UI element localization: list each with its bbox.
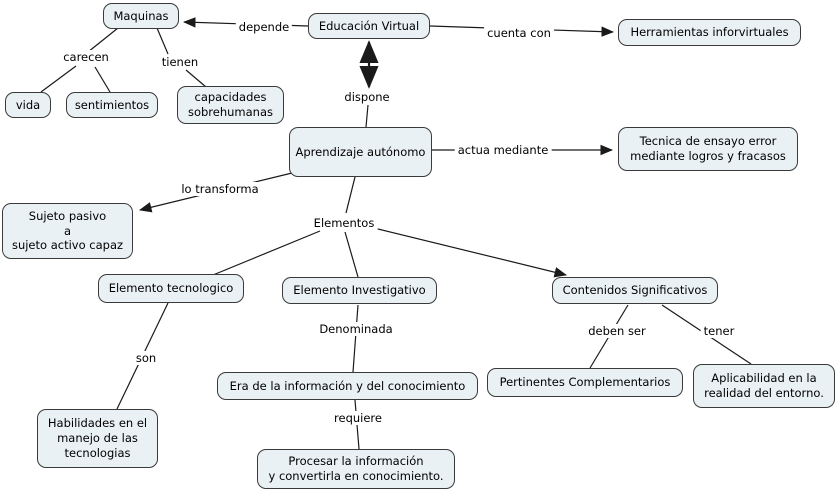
line-dispone-aprendizaje bbox=[365, 104, 369, 128]
line-carecen-vida bbox=[40, 65, 77, 93]
node-habilidades-tecnologias[interactable]: Habilidades en el manejo de las tecnolog… bbox=[37, 409, 158, 468]
node-sentimientos[interactable]: sentimientos bbox=[66, 92, 158, 118]
node-pertinentes-complementarios[interactable]: Pertinentes Complementarios bbox=[487, 368, 683, 397]
node-educacion-virtual[interactable]: Educación Virtual bbox=[308, 13, 430, 39]
link-label-tienen[interactable]: tienen bbox=[158, 55, 202, 69]
node-contenidos-significativos[interactable]: Contenidos Significativos bbox=[552, 277, 718, 304]
link-label-carecen[interactable]: carecen bbox=[60, 50, 112, 64]
node-sujeto-pasivo-activo[interactable]: Sujeto pasivo a sujeto activo capaz bbox=[2, 203, 133, 259]
line-maquinas-tienen bbox=[156, 27, 169, 55]
line-tienen-capacidades bbox=[185, 69, 207, 88]
line-elementos-investigativo bbox=[344, 231, 359, 278]
link-label-depende[interactable]: depende bbox=[235, 20, 293, 34]
link-label-actua-mediante[interactable]: actua mediante bbox=[454, 143, 552, 157]
node-elemento-investigativo[interactable]: Elemento Investigativo bbox=[282, 277, 437, 304]
link-label-cuenta-con[interactable]: cuenta con bbox=[484, 26, 554, 40]
link-label-deben-ser[interactable]: deben ser bbox=[585, 324, 649, 338]
line-carecen-sentimientos bbox=[94, 66, 111, 93]
node-herramientas-inforvirtuales[interactable]: Herramientas inforvirtuales bbox=[618, 19, 801, 46]
link-label-requiere[interactable]: requiere bbox=[331, 411, 385, 425]
link-label-dispone[interactable]: dispone bbox=[341, 90, 393, 104]
link-label-lo-transforma[interactable]: lo transforma bbox=[178, 182, 262, 196]
node-aplicabilidad-entorno[interactable]: Aplicabilidad en la realidad del entorno… bbox=[693, 364, 835, 408]
line-denominada bbox=[352, 304, 359, 373]
node-vida[interactable]: vida bbox=[5, 92, 51, 118]
line-maquinas-carecen bbox=[87, 27, 119, 53]
node-elemento-tecnologico[interactable]: Elemento tecnologico bbox=[98, 274, 244, 303]
node-tecnica-ensayo-error[interactable]: Tecnica de ensayo error mediante logros … bbox=[618, 127, 798, 171]
line-elementos-tecnologico bbox=[212, 230, 321, 276]
node-maquinas[interactable]: Maquinas bbox=[103, 3, 179, 29]
node-procesar-informacion[interactable]: Procesar la información y convertirla en… bbox=[257, 449, 455, 489]
node-aprendizaje-autonomo[interactable]: Aprendizaje autónomo bbox=[289, 127, 432, 177]
link-label-tener[interactable]: tener bbox=[700, 324, 738, 338]
line-elementos-contenidos-arrow bbox=[373, 227, 568, 278]
line-aprendizaje-elementos bbox=[345, 176, 356, 214]
link-label-denominada[interactable]: Denominada bbox=[316, 322, 396, 336]
node-era-informacion[interactable]: Era de la información y del conocimiento bbox=[217, 372, 478, 400]
link-label-son[interactable]: son bbox=[132, 351, 160, 365]
node-capacidades-sobrehumanas[interactable]: capacidades sobrehumanas bbox=[177, 86, 284, 124]
link-label-elementos[interactable]: Elementos bbox=[310, 216, 378, 230]
